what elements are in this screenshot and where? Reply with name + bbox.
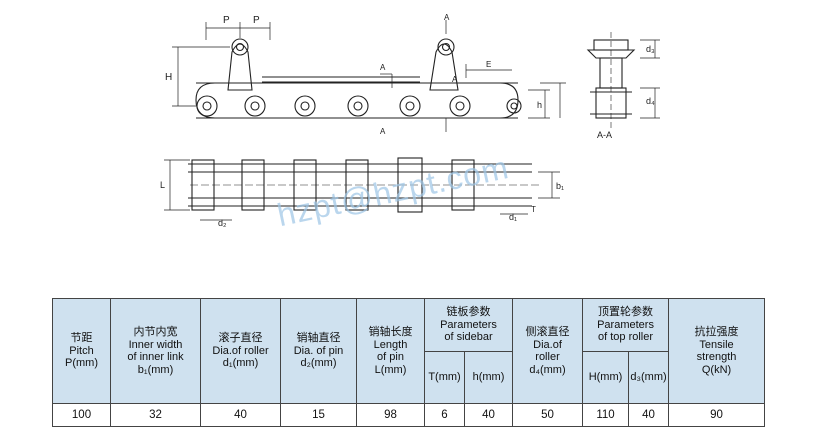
cell-pitch: 100 xyxy=(52,403,111,427)
subheader-top-roller-h: H(mm) xyxy=(582,351,630,404)
cell-top-roller-d3: 40 xyxy=(628,403,670,427)
cell-strength: 90 xyxy=(668,403,766,427)
label-section-top: A xyxy=(444,13,450,22)
cell-sidebar-h: 40 xyxy=(463,403,514,427)
section-view xyxy=(586,32,660,128)
label-dim-h-side: h xyxy=(537,100,542,110)
header-top-roller: 顶置轮参数 Parameters of top roller xyxy=(582,298,670,352)
top-view xyxy=(164,157,560,221)
label-dim-d1: d₁ xyxy=(509,212,517,222)
header-roller-dia: 滚子直径 Dia.of roller d₁(mm) xyxy=(200,298,281,404)
cell-pin-dia: 15 xyxy=(280,403,357,427)
label-height: H xyxy=(165,72,172,83)
header-pitch: 节距 Pitch P(mm) xyxy=(52,298,111,404)
cell-pin-length: 98 xyxy=(356,403,425,427)
label-dim-d2: d₂ xyxy=(218,218,227,228)
subheader-sidebar-t: T(mm) xyxy=(424,351,465,404)
label-pitch-1: P xyxy=(223,15,230,26)
label-dim-e: E xyxy=(486,60,491,69)
label-dim-d3: d₃ xyxy=(646,44,655,54)
label-dim-t: T xyxy=(531,205,536,214)
label-pitch-2: P xyxy=(253,15,260,26)
label-dim-b1: b₁ xyxy=(556,181,564,191)
header-side-roller: 侧滚直径 Dia.of roller d₄(mm) xyxy=(512,298,584,404)
header-sidebar: 链板参数 Parameters of sidebar xyxy=(423,298,514,352)
header-inner-width: 内节内宽 Inner width of inner link b₁(mm) xyxy=(110,298,201,404)
label-section-arrow-right: A xyxy=(452,75,458,84)
front-view xyxy=(172,20,566,132)
label-dim-d4: d₄ xyxy=(646,96,655,106)
cell-side-roller: 50 xyxy=(512,403,584,427)
cell-inner-width: 32 xyxy=(110,403,201,427)
top-view-pins xyxy=(190,157,540,213)
label-section-aa: A-A xyxy=(597,130,612,140)
header-pin-length: 销轴长度 Length of pin L(mm) xyxy=(356,298,425,404)
cell-top-roller-h: 110 xyxy=(582,403,630,427)
subheader-sidebar-h: h(mm) xyxy=(463,351,514,404)
label-section-bottom: A xyxy=(380,127,386,136)
label-section-arrow-left: A xyxy=(380,63,386,72)
header-pin-dia: 销轴直径 Dia. of pin d₂(mm) xyxy=(280,298,357,404)
spec-table: 节距 Pitch P(mm) 内节内宽 Inner width of inner… xyxy=(52,298,766,427)
subheader-top-roller-d3: d₃(mm) xyxy=(628,351,670,404)
table-row: 100 32 40 15 98 6 40 50 110 40 90 xyxy=(52,403,766,427)
label-dim-l: L xyxy=(160,180,165,190)
front-rollers xyxy=(196,95,522,117)
header-strength: 抗拉强度 Tensile strength Q(kN) xyxy=(668,298,766,404)
chain-technical-drawing: P P H A A A A E h L d₂ b₁ d₁ T d₃ d₄ A-A xyxy=(160,13,660,228)
cell-roller-dia: 40 xyxy=(200,403,281,427)
cell-sidebar-t: 6 xyxy=(424,403,465,427)
